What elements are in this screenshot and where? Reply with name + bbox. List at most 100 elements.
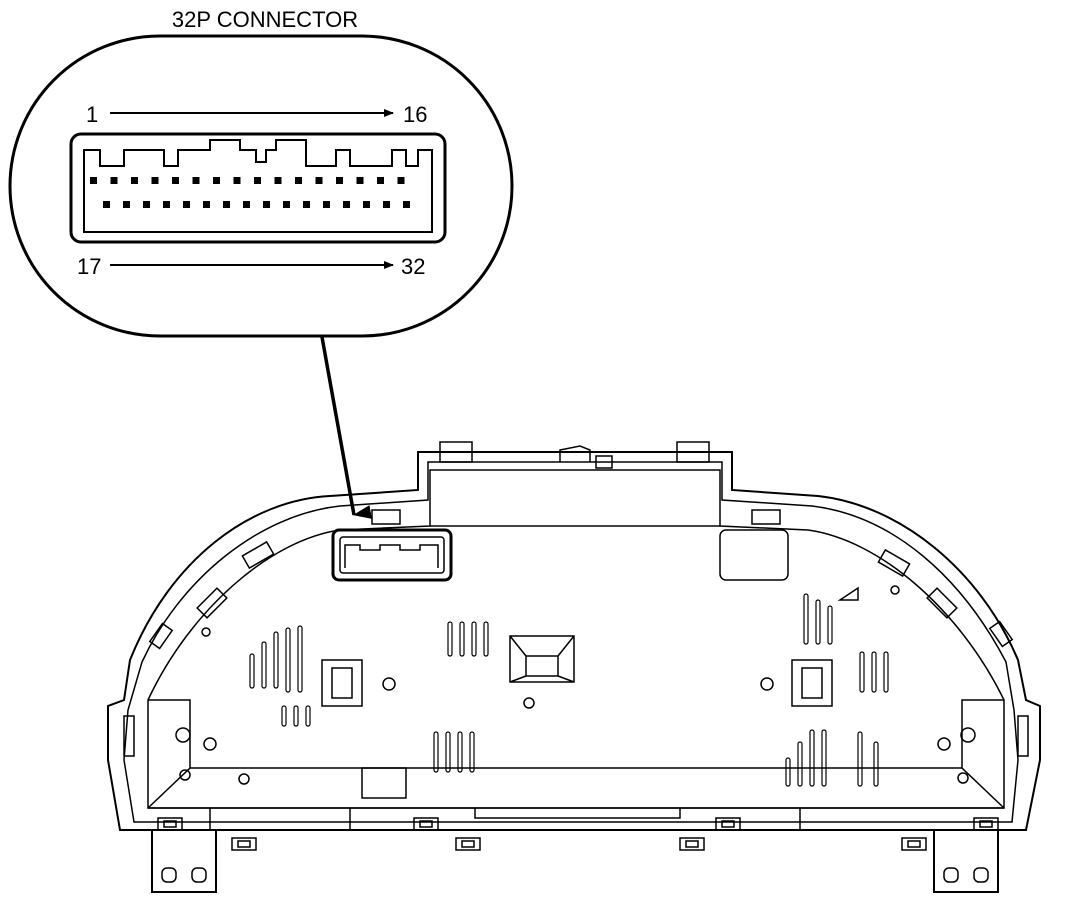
vent-slot (803, 593, 809, 645)
panel-bottom-divisions (209, 808, 801, 830)
vent-slot (873, 741, 879, 787)
bottom-clip-body (679, 837, 705, 851)
vent-slot (857, 731, 863, 787)
connector-pin (356, 177, 364, 184)
bottom-clip-slot (461, 840, 475, 848)
bottom-clip (455, 837, 481, 851)
connector-pin (383, 201, 390, 208)
vent-slot (827, 605, 833, 645)
connector-callout: 32P CONNECTOR 1 16 17 32 (8, 7, 514, 338)
connector-pin (336, 177, 343, 184)
connector-pin (103, 201, 110, 208)
connector-pin (213, 177, 220, 184)
bottom-clip-body (973, 817, 999, 831)
bottom-clip-body (413, 817, 439, 831)
connector-pin (203, 201, 210, 208)
foot-hole (973, 867, 989, 883)
connector-pin (151, 177, 159, 184)
rim-clip (751, 509, 781, 525)
vent-slot (457, 731, 463, 773)
vent-slot (797, 741, 803, 787)
triangle-marker (837, 586, 859, 601)
cluster-socket-right (719, 529, 789, 581)
pin-row-bottom (103, 201, 410, 208)
connector-pin (223, 201, 230, 208)
mount-foot-right (933, 830, 999, 893)
cluster-inner-rim (123, 461, 1019, 823)
screw-hole (238, 773, 250, 785)
vent-slot (305, 705, 311, 727)
rim-clip (148, 622, 174, 650)
bottom-clip-slot (237, 840, 251, 848)
screw-hole (201, 627, 211, 637)
cluster-outer-housing (107, 451, 1041, 831)
vent-slot (815, 599, 821, 645)
vent-slot (859, 651, 865, 693)
bottom-clip (413, 817, 439, 831)
vent-slot (871, 651, 877, 693)
connector-pin (254, 177, 261, 184)
screw-hole (175, 727, 191, 743)
pin-label-1: 1 (86, 102, 98, 127)
bottom-clip-slot (979, 820, 993, 828)
screw-hole (523, 697, 535, 709)
left-corner-bevel (147, 699, 191, 809)
connector-pin (363, 201, 370, 208)
side-clip-right (1017, 715, 1029, 757)
vent-slots (249, 593, 889, 787)
connector-pin (315, 177, 323, 184)
screw-hole (960, 727, 976, 743)
connector-title: 32P CONNECTOR (172, 7, 358, 32)
rim-clip (877, 548, 911, 578)
cluster-connector-inner (339, 536, 445, 574)
pointer-arrow (320, 336, 372, 519)
bottom-clip-body (901, 837, 927, 851)
connector-key-profile (83, 139, 433, 233)
bottom-clip (679, 837, 705, 851)
mount-foot-left (151, 830, 217, 893)
screw-hole (203, 737, 217, 751)
screw-hole (760, 677, 774, 691)
bottom-clip-body (455, 837, 481, 851)
bottom-clip (973, 817, 999, 831)
connector-pin (397, 177, 405, 184)
connector-pin (295, 177, 302, 184)
vent-slot (297, 625, 303, 693)
bottom-clip-slot (721, 820, 735, 828)
connector-pin (274, 177, 282, 184)
bottom-clip-body (715, 817, 741, 831)
connector-pin (143, 201, 150, 208)
bottom-clip-slot (419, 820, 433, 828)
connector-pin (343, 201, 350, 208)
bottom-clip (715, 817, 741, 831)
instrument-cluster (107, 441, 1041, 893)
pin-row-top (90, 177, 405, 184)
vent-slot (821, 729, 827, 787)
cluster-back-panel (147, 469, 1005, 809)
vent-slot (293, 705, 299, 727)
rim-clip (196, 587, 228, 619)
cluster-connector (331, 528, 453, 582)
label-plate (361, 767, 407, 799)
foot-hole (191, 867, 207, 883)
rim-clip (371, 509, 401, 525)
connector-pin (233, 177, 241, 184)
connector-pin (303, 201, 310, 208)
bottom-clip-slot (163, 820, 177, 828)
connector-pin (183, 201, 190, 208)
screw-hole (937, 737, 951, 751)
screw-hole (890, 585, 900, 595)
foot-hole (943, 867, 959, 883)
pin-label-16: 16 (403, 102, 427, 127)
connector-pin (377, 177, 384, 184)
connector-pin (263, 201, 270, 208)
bottom-clip (157, 817, 183, 831)
vent-slot (447, 621, 453, 657)
right-corner-bevel (961, 699, 1005, 809)
vent-slot (483, 621, 489, 657)
vent-slot (471, 621, 477, 657)
rim-clip (926, 587, 958, 619)
connector-pin (243, 201, 250, 208)
vent-slot (433, 731, 439, 773)
